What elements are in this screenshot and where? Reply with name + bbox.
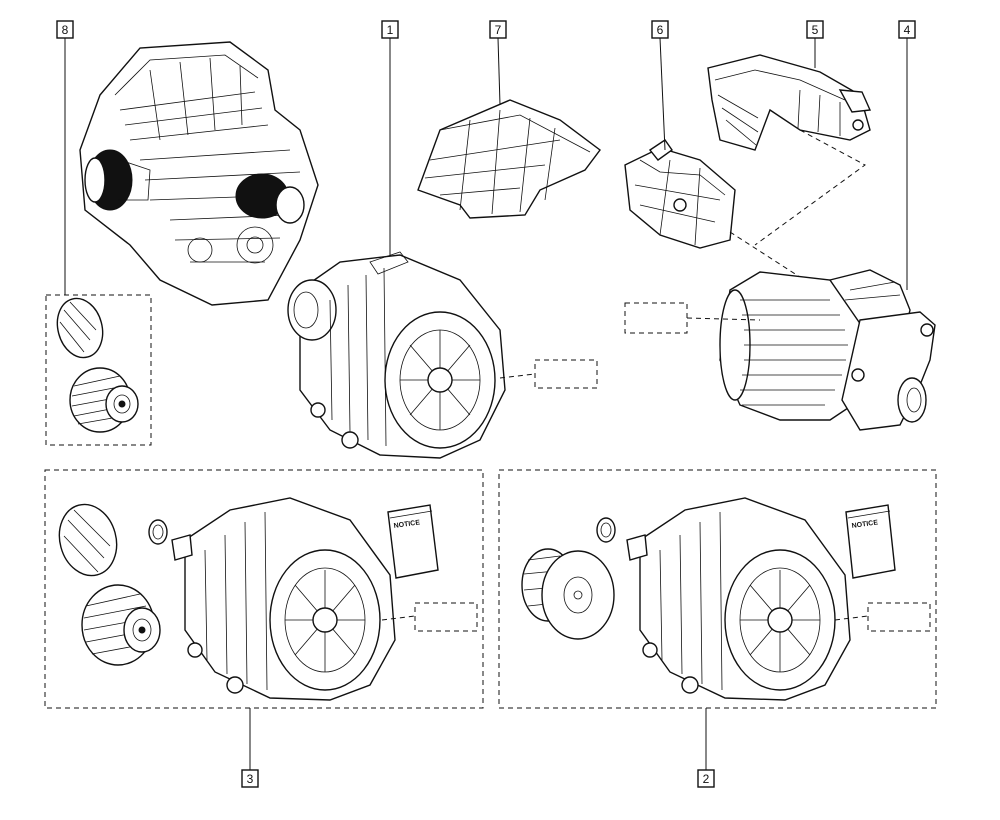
callout-6-label: 6	[657, 23, 664, 37]
housing-5	[707, 54, 872, 151]
kit-2-notice-label: NOTICE	[851, 519, 878, 530]
kit-2-notice-booklet: NOTICE	[845, 504, 896, 579]
alt-1-ref-box	[534, 359, 598, 389]
alternator-1	[287, 251, 506, 459]
kit-3-alternator	[171, 497, 396, 701]
bracket-6	[624, 139, 736, 249]
callout-3: 3	[241, 769, 259, 788]
kit-2-ring	[596, 517, 616, 543]
callout-4: 4	[898, 20, 916, 39]
kit-3-cap	[58, 503, 118, 577]
kit-3-notice-label: NOTICE	[393, 519, 420, 530]
callout-8: 8	[56, 20, 74, 39]
callout-5-label: 5	[812, 23, 819, 37]
callout-4-label: 4	[904, 23, 911, 37]
callout-1-label: 1	[387, 23, 394, 37]
callout-8-label: 8	[62, 23, 69, 37]
callout-6: 6	[651, 20, 669, 39]
callout-2: 2	[697, 769, 715, 788]
callout-3-label: 3	[247, 772, 254, 786]
callout-1: 1	[381, 20, 399, 39]
kit-3-ring	[148, 519, 168, 545]
kit-2-ref-box	[867, 602, 931, 632]
kit-3-frame	[44, 469, 484, 709]
kit-3-notice-booklet: NOTICE	[387, 504, 439, 579]
kit-2-alternator	[626, 497, 851, 701]
kit-2-solid-pulley	[521, 548, 615, 640]
engine-block	[79, 41, 319, 306]
callout-7: 7	[489, 20, 507, 39]
cover-7	[417, 99, 601, 219]
callout-7-label: 7	[495, 23, 502, 37]
kit-3-parts: NOTICE	[58, 497, 478, 701]
starter-ref-box	[624, 302, 688, 334]
kit-8-parts	[56, 297, 139, 433]
freewheel-pulley	[69, 367, 139, 433]
kit-3-pulley	[81, 584, 161, 666]
kit-2-parts: NOTICE	[521, 497, 931, 701]
starter-motor-4	[719, 269, 936, 431]
callout-5: 5	[806, 20, 824, 39]
kit-2-frame	[498, 469, 937, 709]
kit-8-frame	[45, 294, 152, 446]
callout-2-label: 2	[703, 772, 710, 786]
kit-3-ref-box	[414, 602, 478, 632]
